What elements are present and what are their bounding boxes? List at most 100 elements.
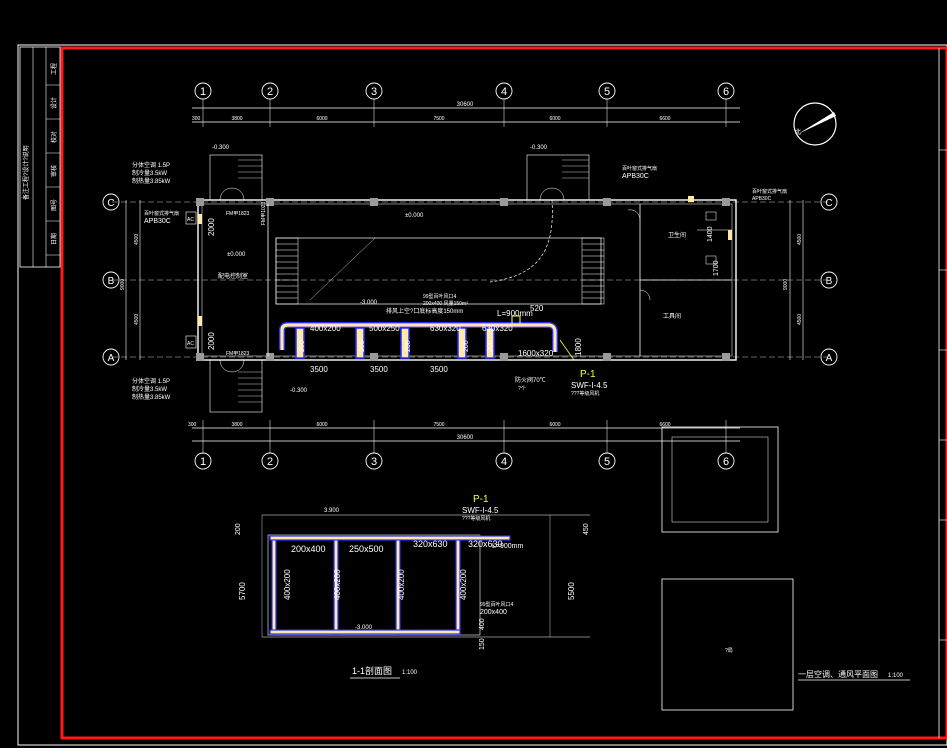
elev-top-left: -0.300 xyxy=(212,145,230,151)
column-bubble-label-4: 4 xyxy=(501,86,507,98)
section-1-1: 3.900 -3.000 5700 5500 200 450 150 400 2… xyxy=(235,494,590,679)
ac-tag-bottom: AC xyxy=(187,341,194,347)
plan-scale: 1:100 xyxy=(888,673,904,679)
title-block-label: 工程 xyxy=(50,63,58,75)
bottom-dimensions: 300 3800 6000 7500 6000 6600 30600 xyxy=(188,422,740,442)
section-duct-run xyxy=(269,629,461,635)
column-bubble-label-2: 2 xyxy=(267,86,273,98)
column-bubble-label-3: 3 xyxy=(371,456,377,468)
section-cell-2: 250x500 xyxy=(349,544,384,554)
fan-right-1: 百叶窗式排气扇 xyxy=(622,165,657,172)
bay-4-top: 6000 xyxy=(549,116,560,122)
ac-bottom-1: 分体空调 1.5P xyxy=(132,377,170,385)
section-s1: 200 xyxy=(235,523,242,535)
section-h2: 5500 xyxy=(567,582,576,600)
row-bubble-C xyxy=(102,193,120,211)
section-v1: 400x200 xyxy=(283,569,292,600)
top-dimensions: 30600 300 3800 6000 7500 6000 6600 xyxy=(192,102,740,123)
elev-floor: ±0.000 xyxy=(405,213,424,219)
section-s4: 400 xyxy=(479,618,486,630)
legend-box-area: ?局 一层空调、通风平面图 1:100 xyxy=(661,578,910,711)
ac-top-2: 制冷量3.5kW xyxy=(132,169,167,177)
bottom-run-3: 3500 xyxy=(430,365,448,374)
section-duct-riser xyxy=(271,537,277,635)
section-vent-2: 200x400 xyxy=(480,609,507,616)
column-bubble-label-1: 1 xyxy=(200,456,206,468)
edge-dim-top: 300 xyxy=(192,116,201,122)
column-bubble-label-4: 4 xyxy=(501,456,507,468)
ac-bottom-3: 制热量3.85kW xyxy=(132,393,171,401)
row-bubble-A xyxy=(102,348,120,366)
row-bubble-label-A: A xyxy=(108,353,115,364)
fan-left-1: 百叶窗式排气扇 xyxy=(144,210,179,217)
bottom-run-2: 3500 xyxy=(370,365,388,374)
duct-size-2: 500x250 xyxy=(369,324,400,333)
column-bubble-label-6: 6 xyxy=(723,456,729,468)
right-span-total: 9000 xyxy=(783,279,789,290)
section-cell-1: 200x400 xyxy=(291,544,326,554)
section-duct-run xyxy=(269,535,511,541)
sheet-border xyxy=(17,44,947,746)
duct-supply-note: 排风上空?口底标高度150mm xyxy=(386,307,463,315)
column-bubble-label-6: 6 xyxy=(723,86,729,98)
room-lobby: 配电控制室 xyxy=(218,272,248,280)
fan-right2-1: 百叶窗式排气扇 xyxy=(752,188,787,195)
wc-h-1: 1400 xyxy=(707,226,714,242)
door-h-1: 2000 xyxy=(207,218,216,236)
equipment-labels: AC AC 分体空调 1.5P 制冷量3.5kW 制热量3.85kW 分体空调 … xyxy=(132,161,787,401)
section-s2: 450 xyxy=(583,523,590,535)
fan-right2-2: APB30C xyxy=(752,196,772,202)
duct-labels: 400x200 500x250 630x320 630x320 99型百叶风口4… xyxy=(299,293,608,397)
column-bubble-label-2: 2 xyxy=(267,456,273,468)
fan-spec-note-plan: ???等级风机 xyxy=(571,390,599,397)
total-length-bottom: 30600 xyxy=(457,435,474,441)
section-v4: 400x200 xyxy=(459,569,468,600)
section-v2: 400x200 xyxy=(333,569,342,600)
duct-riser: 520 xyxy=(530,304,544,313)
section-s3: 150 xyxy=(479,638,486,650)
bay-2-bottom: 6000 xyxy=(316,422,327,428)
duct-drop-2: 200 xyxy=(359,340,366,352)
bay-4-bottom: 6000 xyxy=(549,422,560,428)
edge-dim-bottom: 300 xyxy=(188,422,197,428)
ac-top-3: 制热量3.85kW xyxy=(132,177,171,185)
section-len: L=900mm xyxy=(492,543,523,550)
fire-note-2: ?个 xyxy=(518,386,526,392)
section-cell-3: 320x630 xyxy=(413,539,448,549)
left-span-1: 4500 xyxy=(134,234,140,245)
bay-2-top: 6000 xyxy=(316,116,327,122)
elev-top-mid: -0.300 xyxy=(530,145,548,151)
row-bubble-B xyxy=(102,271,120,289)
right-span-2: 4500 xyxy=(797,314,803,325)
section-fan-spec: SWF-I-4.5 xyxy=(462,506,499,515)
column-bubble-label-5: 5 xyxy=(604,456,610,468)
section-scale: 1:100 xyxy=(402,670,418,676)
title-block-label: 图号 xyxy=(51,199,58,211)
duct-drop-branch xyxy=(355,327,365,359)
elev-floor2: ±0.000 xyxy=(227,252,246,258)
row-bubble-label-A: A xyxy=(826,353,833,364)
fan-label-plan: P-1 xyxy=(580,369,596,380)
room-labels: 配电控制室 卫生间 工具间 -0.300 -0.300 -0.300 ±0.00… xyxy=(212,145,686,394)
fan-left-2: APB30C xyxy=(144,218,171,225)
duct-drop-3: 200 xyxy=(405,340,412,352)
row-bubble-label-C: C xyxy=(825,198,832,209)
plan-title: 一层空调、通风平面图 xyxy=(798,669,878,679)
duct-drop-branch xyxy=(485,327,495,359)
left-span-total: 9000 xyxy=(120,279,126,290)
room-washroom: 卫生间 xyxy=(668,231,686,239)
duct-main-note-2: 200x400 风量150m³ xyxy=(423,300,468,307)
title-block-label: 审核 xyxy=(50,165,58,177)
duct-length: L=900mm xyxy=(497,309,533,318)
north-label: 北 xyxy=(795,128,801,136)
duct-drop-1: 200 xyxy=(299,340,306,352)
room-tool: 工具间 xyxy=(663,312,681,320)
column-bubble-label-1: 1 xyxy=(200,86,206,98)
bay-3-bottom: 7500 xyxy=(433,422,444,428)
ac-top-1: 分体空调 1.5P xyxy=(132,161,170,169)
row-bubble-B xyxy=(820,271,838,289)
